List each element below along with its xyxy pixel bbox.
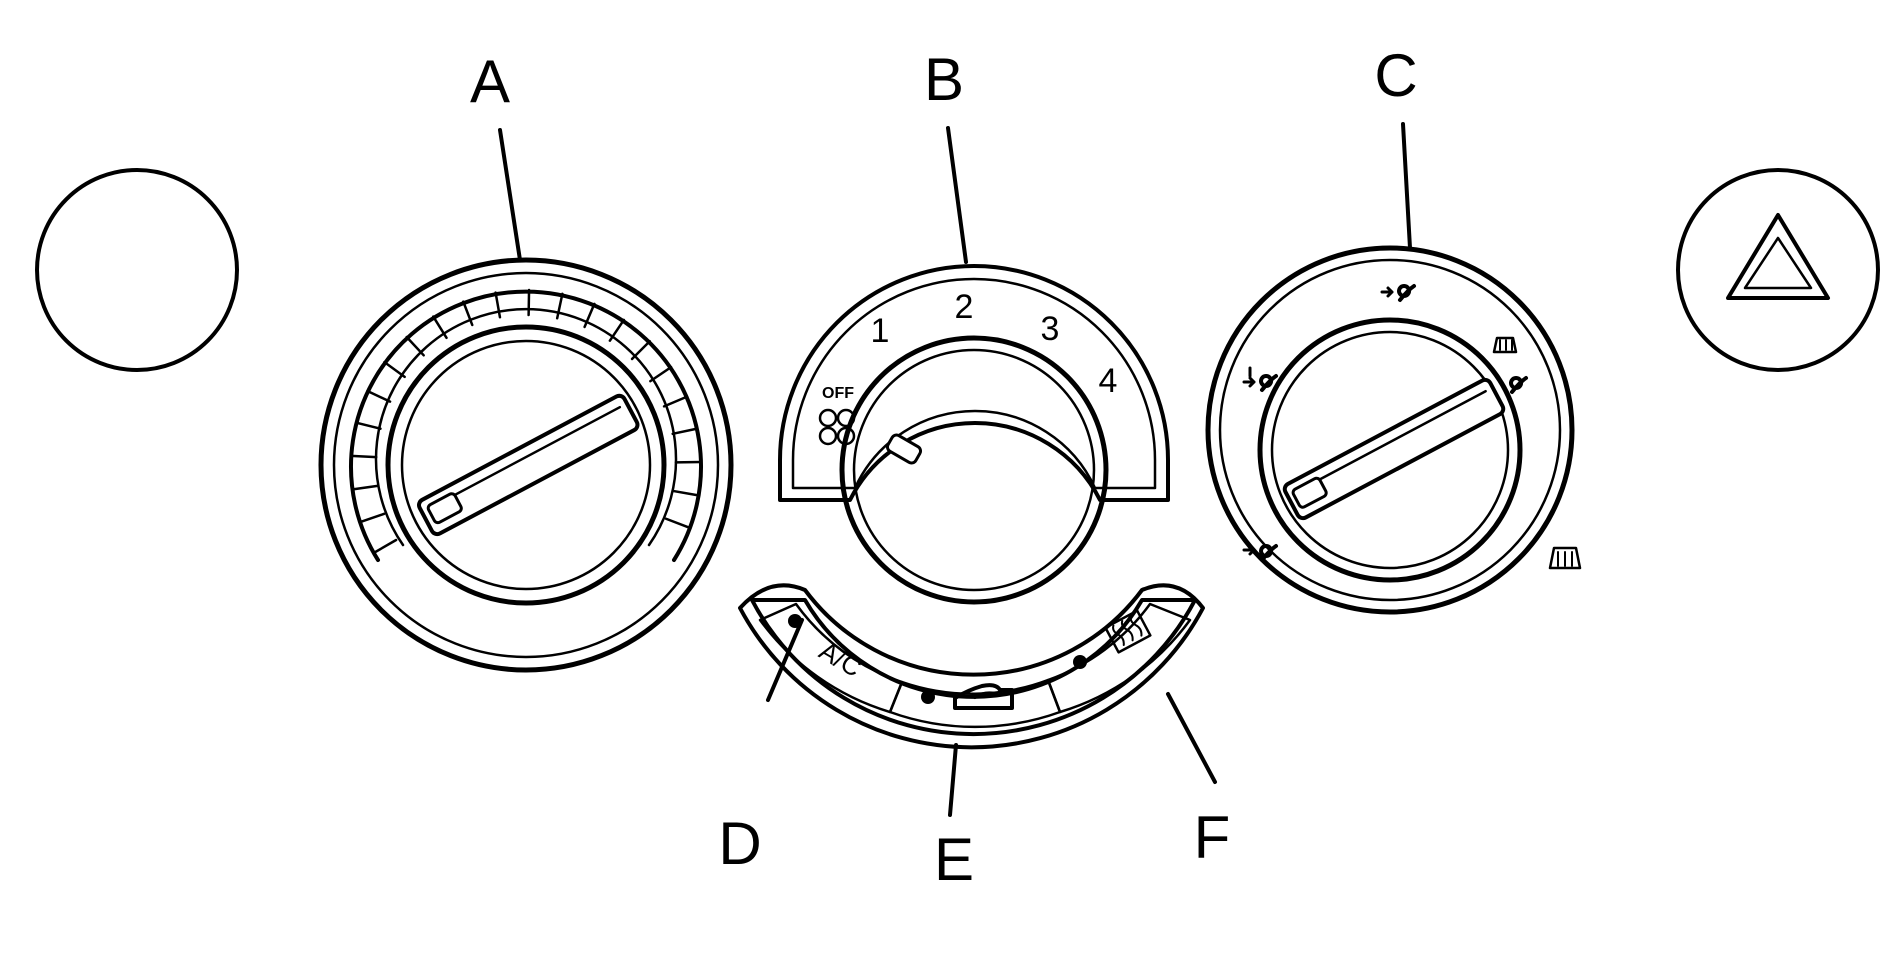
fan-speed-2: 2 bbox=[955, 288, 974, 326]
mode-pointer bbox=[1282, 377, 1506, 521]
recirculation-indicator-dot bbox=[921, 690, 935, 704]
temperature-scale-tick bbox=[664, 517, 691, 529]
callout-A: A bbox=[470, 48, 510, 115]
temperature-scale-tick bbox=[383, 360, 406, 379]
temperature-scale-tick bbox=[672, 489, 700, 497]
hazard-button[interactable] bbox=[1676, 168, 1880, 372]
callout-E: E bbox=[934, 826, 974, 893]
recirculation-car-icon bbox=[953, 683, 1014, 710]
fan-speed-1: 1 bbox=[871, 312, 890, 350]
bi-level-mode-icon bbox=[1242, 366, 1278, 392]
temperature-scale-tick bbox=[671, 427, 699, 436]
temperature-scale-tick bbox=[494, 291, 502, 319]
fan-knob[interactable]: OFF 1 2 3 4 bbox=[778, 264, 1170, 605]
temperature-scale-tick bbox=[555, 292, 564, 320]
callout-C: C bbox=[1374, 42, 1417, 109]
temperature-scale-tick bbox=[630, 340, 651, 361]
temperature-scale-tick bbox=[608, 318, 626, 342]
temperature-scale-ticks bbox=[349, 288, 703, 554]
temperature-pointer bbox=[417, 393, 640, 537]
temperature-scale-tick bbox=[649, 365, 673, 383]
defrost-mode-icon bbox=[1548, 546, 1582, 570]
fan-speed-3: 3 bbox=[1041, 310, 1060, 348]
callout-leaders bbox=[498, 122, 1412, 817]
callout-F: F bbox=[1194, 804, 1231, 871]
temperature-scale-tick bbox=[432, 315, 448, 340]
temperature-scale-tick bbox=[583, 302, 596, 329]
temperature-scale-tick bbox=[462, 300, 474, 327]
callout-B: B bbox=[924, 46, 964, 113]
hazard-triangle-icon bbox=[1726, 213, 1830, 300]
defog-mode-icon bbox=[1492, 336, 1528, 394]
rear-defrost-icon bbox=[1104, 609, 1152, 654]
fan-off-label: OFF bbox=[822, 385, 854, 402]
temperature-knob[interactable] bbox=[318, 257, 734, 673]
temperature-scale-tick bbox=[662, 395, 689, 408]
temperature-scale-tick bbox=[354, 421, 382, 430]
fan-off-icon bbox=[818, 408, 856, 446]
floor-mode-icon bbox=[1242, 544, 1278, 562]
temperature-scale-tick bbox=[405, 335, 425, 357]
temperature-scale-tick bbox=[349, 454, 378, 459]
vent-mode-icon bbox=[1380, 284, 1416, 302]
fan-pointer bbox=[885, 433, 923, 465]
callout-D: D bbox=[718, 810, 761, 877]
lower-button-panel bbox=[738, 583, 1205, 750]
left-round-button[interactable] bbox=[35, 168, 239, 372]
temperature-scale-tick bbox=[359, 512, 386, 524]
temperature-scale-tick bbox=[366, 389, 392, 403]
temperature-scale-tick bbox=[373, 538, 398, 554]
temperature-scale-tick bbox=[351, 484, 379, 491]
rear-defrost-indicator-dot bbox=[1073, 655, 1087, 669]
fan-speed-4: 4 bbox=[1099, 362, 1118, 400]
rear-defrost-button[interactable] bbox=[1046, 602, 1192, 714]
mode-knob[interactable] bbox=[1205, 245, 1582, 615]
